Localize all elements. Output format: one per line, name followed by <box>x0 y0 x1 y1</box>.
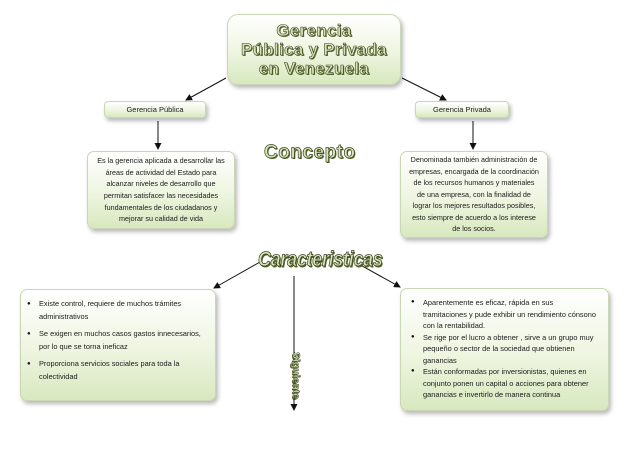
gerencia-privada-label: Gerencia Privada <box>415 101 509 118</box>
arrow-title-to-publica <box>185 77 227 101</box>
arrow-carac-to-publica-feat <box>213 261 261 289</box>
gerencia-privada-features: Aparentemente es eficaz, rápida en sus t… <box>400 288 609 411</box>
list-item: Se exigen en muchos casos gastos inneces… <box>27 328 207 353</box>
arrow-title-to-privada <box>401 77 447 101</box>
siguiente-link[interactable]: Siguiente <box>290 352 303 400</box>
title-line-1: Gerencia <box>276 21 352 41</box>
gerencia-publica-features: Existe control, requiere de muchos trámi… <box>20 289 216 401</box>
title-line-3: en Venezuela <box>258 59 370 79</box>
gerencia-publica-label-text: Gerencia Pública <box>126 105 184 114</box>
gerencia-publica-concept: Es la gerencia aplicada a desarrollar la… <box>87 151 235 229</box>
list-item: Están conformadas por inversionistas, qu… <box>411 366 598 401</box>
gerencia-privada-feature-list: Aparentemente es eficaz, rápida en sus t… <box>411 297 598 401</box>
arrow-carac-to-privada-feat <box>354 261 401 288</box>
gerencia-publica-label: Gerencia Pública <box>104 101 206 118</box>
gerencia-publica-concept-text: Es la gerencia aplicada a desarrollar la… <box>97 156 225 224</box>
title-line-2: Pública y Privada <box>241 40 387 60</box>
gerencia-privada-concept: Denominada también administración de emp… <box>400 151 548 238</box>
gerencia-privada-label-text: Gerencia Privada <box>433 105 491 114</box>
caracteristicas-heading: Caracteristicas <box>258 247 384 272</box>
list-item: Se rige por el lucro a obtener , sirve a… <box>411 332 598 367</box>
list-item: Proporciona servicios sociales para toda… <box>27 358 207 383</box>
list-item: Existe control, requiere de muchos trámi… <box>27 298 207 323</box>
concepto-heading: Concepto <box>264 142 356 164</box>
list-item: Aparentemente es eficaz, rápida en sus t… <box>411 297 598 332</box>
gerencia-publica-feature-list: Existe control, requiere de muchos trámi… <box>27 298 207 383</box>
gerencia-privada-concept-text: Denominada también administración de emp… <box>409 154 539 234</box>
main-title-box: Gerencia Pública y Privada en Venezuela <box>227 14 401 85</box>
